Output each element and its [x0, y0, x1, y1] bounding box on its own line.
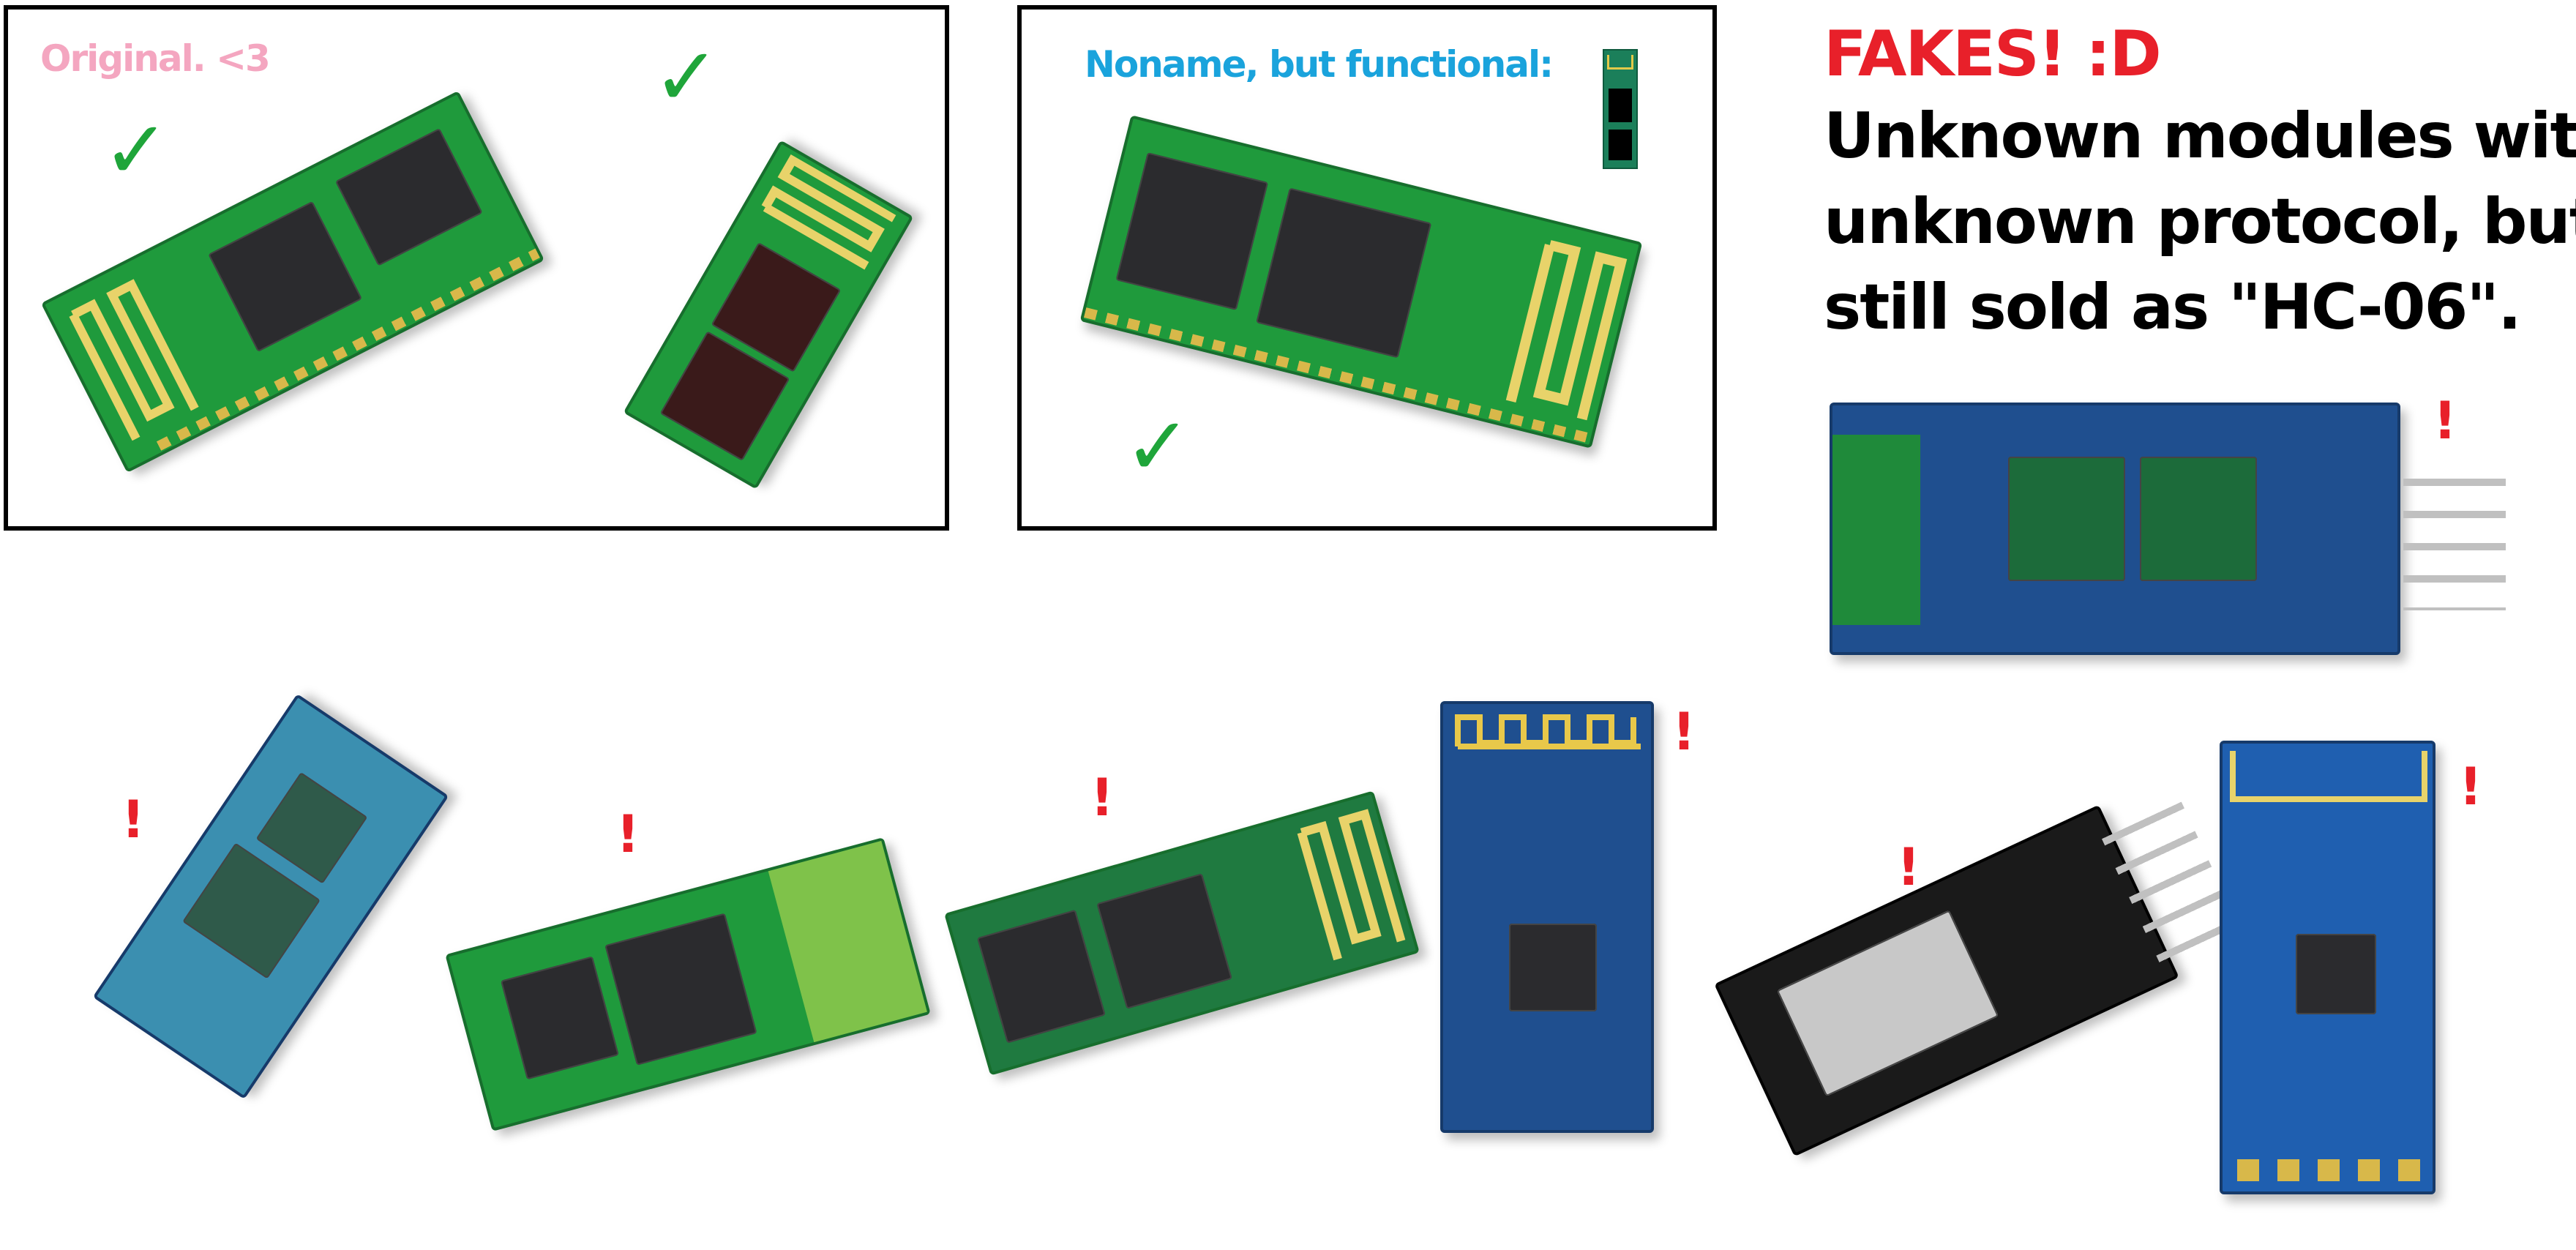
exclamation-icon: !: [2433, 391, 2457, 451]
exclamation-icon: !: [121, 790, 145, 850]
check-icon: ✓: [1124, 400, 1192, 493]
module-original-1: [40, 90, 545, 474]
antenna-icon: [1297, 809, 1406, 961]
fakes-line-3: still sold as "HC-06".: [1824, 271, 2522, 344]
exclamation-icon: !: [1897, 837, 1920, 897]
module-fake-6: [1714, 801, 2244, 1157]
noname-label: Noname, but functional:: [1085, 43, 1554, 86]
module-fake-2: [92, 693, 449, 1100]
exclamation-icon: !: [1090, 768, 1114, 828]
original-label: Original. <3: [40, 37, 271, 80]
check-icon: ✓: [653, 30, 721, 124]
antenna-icon: [1505, 240, 1628, 421]
module-original-2: [623, 140, 914, 490]
module-fake-3: [445, 837, 931, 1131]
header-pins: [2403, 479, 2506, 610]
antenna-icon: [1455, 714, 1641, 749]
module-fake-5: [1440, 701, 1654, 1133]
antenna-icon: [761, 154, 896, 270]
module-noname: [1079, 115, 1643, 449]
exclamation-icon: !: [616, 804, 640, 864]
antenna-icon: [69, 279, 199, 441]
exclamation-icon: !: [2459, 757, 2482, 817]
module-thumbnail-icon: [1603, 49, 1638, 169]
fakes-title: FAKES! :D: [1824, 18, 2162, 91]
module-fake-1: [1830, 403, 2506, 655]
check-icon: ✓: [102, 103, 171, 197]
fakes-line-2: unknown protocol, but: [1824, 185, 2576, 258]
module-fake-7: [2220, 741, 2435, 1194]
fakes-line-1: Unknown modules with: [1824, 100, 2576, 173]
module-fake-4: [944, 790, 1420, 1076]
exclamation-icon: !: [1672, 702, 1696, 762]
